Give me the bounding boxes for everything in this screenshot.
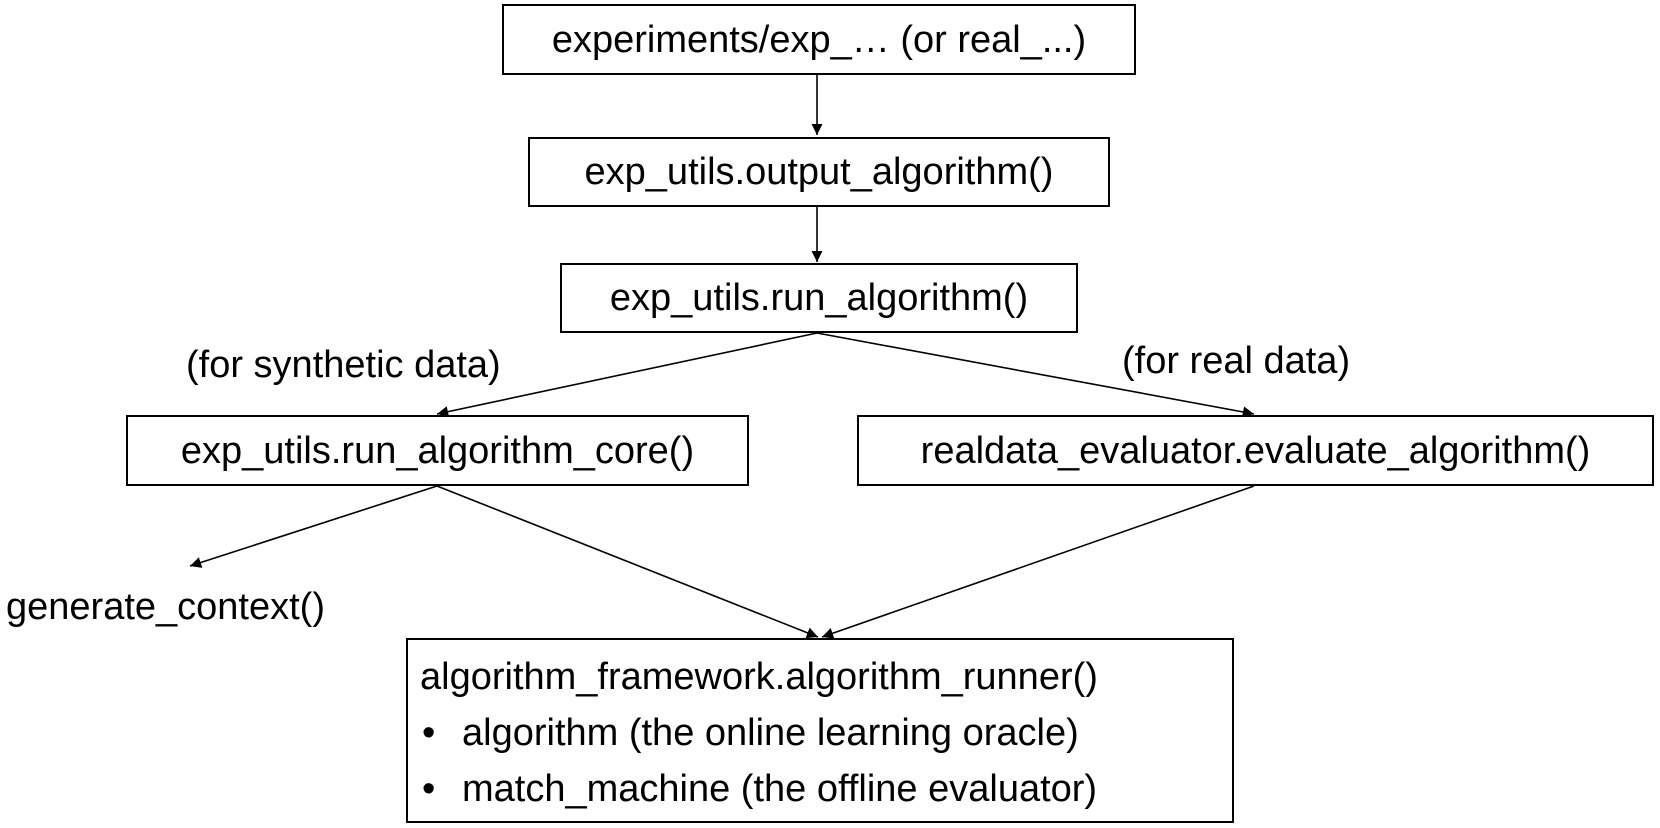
bullet-icon: • <box>422 712 436 754</box>
node-generate-context: generate_context() <box>6 586 325 628</box>
edge-run-algorithm-to-evaluate-algorithm <box>816 332 1255 418</box>
node-output-algorithm: exp_utils.output_algorithm() <box>528 137 1110 207</box>
node-run-algorithm: exp_utils.run_algorithm() <box>560 263 1078 333</box>
node-output-algorithm-label: exp_utils.output_algorithm() <box>584 151 1054 193</box>
node-evaluate-algorithm-label: realdata_evaluator.evaluate_algorithm() <box>920 429 1591 472</box>
node-run-algorithm-label: exp_utils.run_algorithm() <box>609 277 1029 319</box>
node-algorithm-runner-title: algorithm_framework.algorithm_runner() <box>420 656 1098 698</box>
node-algorithm-runner-list: • algorithm (the online learning oracle)… <box>420 714 1232 826</box>
edge-evaluate-algorithm-to-algorithm-runner <box>821 485 1255 639</box>
node-experiments-label: experiments/exp_… (or real_...) <box>551 18 1087 61</box>
edge-label-synthetic: (for synthetic data) <box>186 344 501 386</box>
edge-run-algorithm-core-to-algorithm-runner <box>436 485 819 639</box>
edge-run-algorithm-to-run-algorithm-core <box>436 332 818 418</box>
node-run-algorithm-core: exp_utils.run_algorithm_core() <box>126 415 749 486</box>
list-item: • algorithm (the online learning oracle) <box>420 714 1232 770</box>
node-algorithm-runner-item-algorithm: algorithm (the online learning oracle) <box>462 712 1079 754</box>
node-run-algorithm-core-label: exp_utils.run_algorithm_core() <box>180 429 695 472</box>
node-algorithm-runner-item-match-machine: match_machine (the offline evaluator) <box>462 768 1098 810</box>
node-evaluate-algorithm: realdata_evaluator.evaluate_algorithm() <box>857 415 1654 486</box>
node-experiments: experiments/exp_… (or real_...) <box>502 4 1136 75</box>
edge-label-real: (for real data) <box>1122 340 1351 382</box>
bullet-icon: • <box>422 768 436 810</box>
list-item: • match_machine (the offline evaluator) <box>420 770 1232 826</box>
node-algorithm-runner: algorithm_framework.algorithm_runner() •… <box>406 638 1234 823</box>
edge-run-algorithm-core-to-generate-context <box>189 485 438 568</box>
